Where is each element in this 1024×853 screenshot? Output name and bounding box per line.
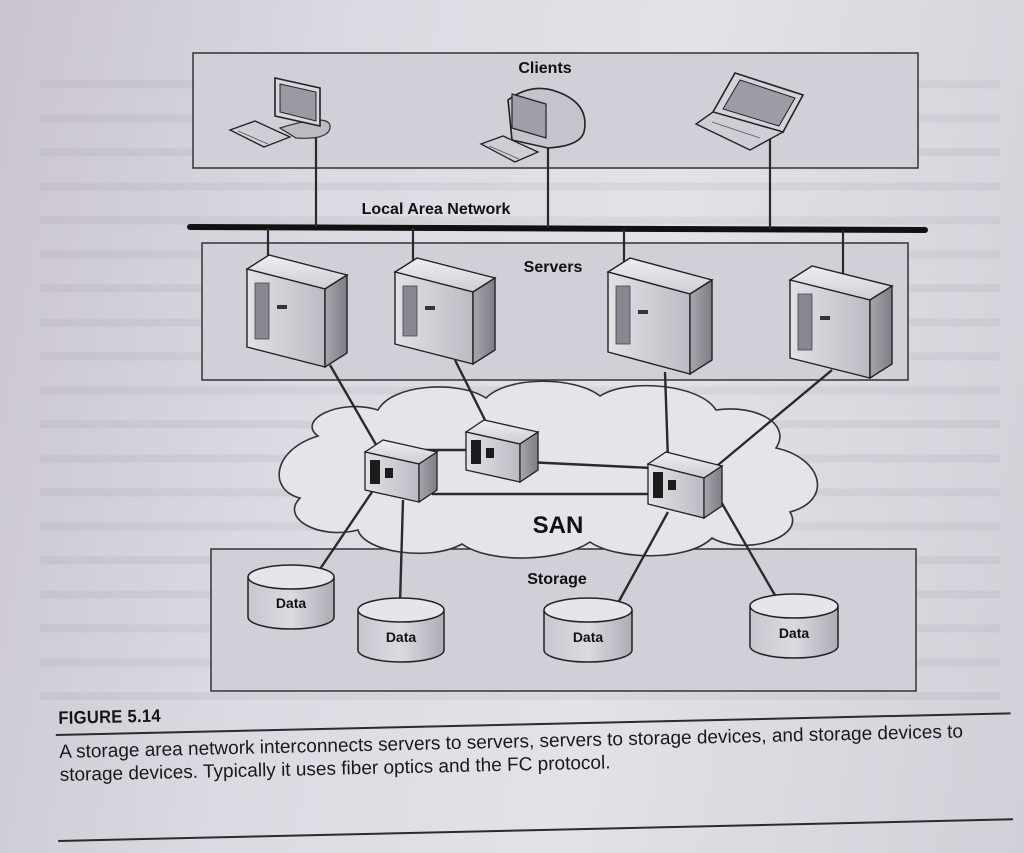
servers-label: Servers [524,259,583,276]
storage-item-label: Data [386,629,417,645]
san-cloud [278,380,819,559]
clients-label: Clients [518,60,571,77]
disk-storage-icon [543,597,633,663]
storage-label: Storage [527,571,587,588]
storage-item-label: Data [779,625,810,641]
disk-storage-icon [247,564,335,630]
storage-item-label: Data [276,595,307,611]
lan-label: Local Area Network [362,201,511,218]
desktop-computer-icon [228,77,331,148]
disk-storage-icon [749,593,839,659]
server-tower-icon [245,254,349,369]
figure-caption-block: FIGURE 5.14 A storage area network inter… [55,678,1018,850]
switch-icon [464,419,540,484]
imac-computer-icon [479,87,586,163]
lan-cable [187,224,928,233]
switch-icon [646,451,724,520]
san-label: SAN [533,512,584,539]
server-tower-icon [788,265,894,380]
client-lan-links [314,124,772,229]
san-diagram: Clients Local Area Network Servers SAN S… [187,52,928,692]
laptop-icon [694,72,805,151]
server-tower-icon [393,257,497,366]
server-tower-icon [606,257,714,376]
figure-label: FIGURE 5.14 [58,705,162,728]
switch-icon [363,439,439,504]
disk-storage-icon [357,597,445,663]
san-links [317,359,833,604]
figure-caption: A storage area network interconnects ser… [58,721,964,786]
server-lan-links [266,228,845,278]
storage-item-label: Data [573,629,604,645]
